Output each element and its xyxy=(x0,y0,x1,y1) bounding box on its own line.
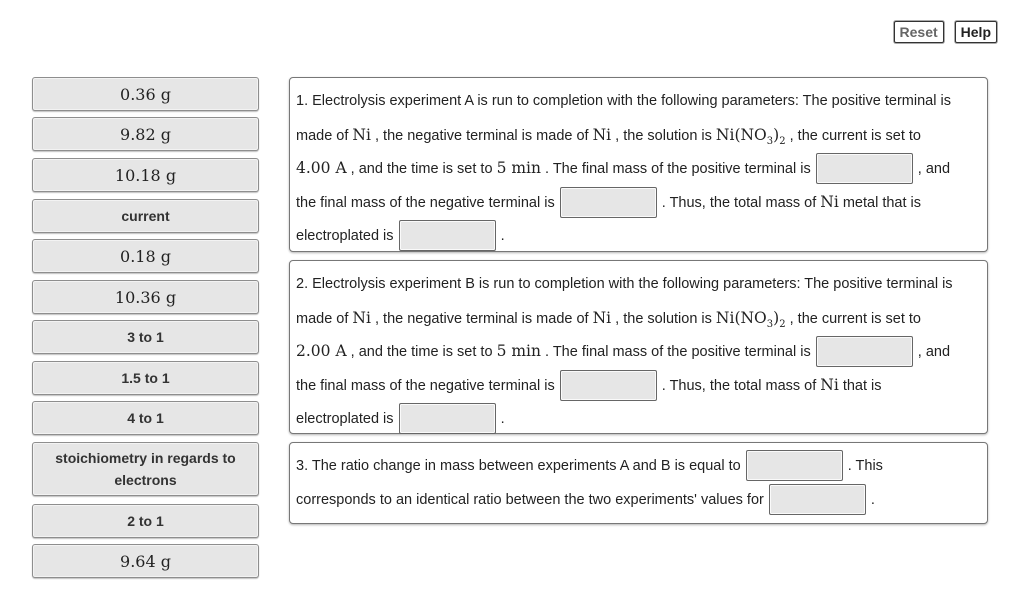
q1-drop-total-mass[interactable] xyxy=(398,219,496,251)
q1-drop-positive-mass[interactable] xyxy=(815,152,913,184)
q2-text: the final mass of the negative terminal … xyxy=(296,378,559,394)
answer-chip[interactable]: 0.18 g xyxy=(32,239,259,273)
q2-text: , the solution is xyxy=(611,311,716,327)
q2-solution: Ni(NO3)2 xyxy=(715,309,786,331)
q2-text: . The final mass of the positive termina… xyxy=(541,344,815,360)
q1-text: . The final mass of the positive termina… xyxy=(541,161,815,177)
q1-ni: Ni xyxy=(820,193,839,211)
q3-text: . xyxy=(866,492,875,508)
answer-chip[interactable]: 9.64 g xyxy=(32,544,259,578)
answer-chip[interactable]: 1.5 to 1 xyxy=(32,361,259,395)
question-3-box: 3. The ratio change in mass between expe… xyxy=(289,442,988,524)
q3-text: 3. The ratio change in mass between expe… xyxy=(296,458,745,474)
q2-drop-total-mass[interactable] xyxy=(398,402,496,434)
q2-drop-positive-mass[interactable] xyxy=(815,335,913,367)
q2-current: 2.00 A xyxy=(296,342,347,360)
q1-ni: Ni xyxy=(352,126,371,144)
q1-text: the final mass of the negative terminal … xyxy=(296,195,559,211)
q2-text: . Thus, the total mass of xyxy=(657,378,821,394)
help-button[interactable]: Help xyxy=(954,21,997,43)
q2-text: , the current is set to xyxy=(785,311,921,327)
q2-text: , and xyxy=(913,344,951,360)
q1-text: , the solution is xyxy=(611,128,716,144)
q1-text: . xyxy=(496,228,505,244)
answer-chip[interactable]: 2 to 1 xyxy=(32,504,259,538)
top-toolbar: Reset Help xyxy=(893,21,997,43)
question-1-box: 1. Electrolysis experiment A is run to c… xyxy=(289,77,988,252)
q1-text: , and xyxy=(913,161,951,177)
q2-text: . xyxy=(496,411,505,427)
q2-text: that is xyxy=(838,378,882,394)
q1-text: made of xyxy=(296,128,353,144)
q1-text: 1. Electrolysis experiment A is run to c… xyxy=(296,93,951,109)
q1-text: metal that is xyxy=(838,195,922,211)
q1-time: 5 min xyxy=(496,159,541,177)
q2-drop-negative-mass[interactable] xyxy=(559,369,657,401)
answer-chip[interactable]: 4 to 1 xyxy=(32,401,259,435)
q3-drop-quantity[interactable] xyxy=(768,483,866,515)
answer-chip[interactable]: 9.82 g xyxy=(32,117,259,151)
q2-ni: Ni xyxy=(820,376,839,394)
question-2-box: 2. Electrolysis experiment B is run to c… xyxy=(289,260,988,434)
answer-chip[interactable]: 10.36 g xyxy=(32,280,259,314)
q3-text: . This xyxy=(843,458,883,474)
q1-solution: Ni(NO3)2 xyxy=(715,126,786,148)
q2-ni: Ni xyxy=(592,309,612,327)
q3-text: corresponds to an identical ratio betwee… xyxy=(296,492,768,508)
q2-ni: Ni xyxy=(352,309,371,327)
q2-text: electroplated is xyxy=(296,411,398,427)
reset-button[interactable]: Reset xyxy=(893,21,944,43)
q1-text: , and the time is set to xyxy=(346,161,497,177)
answer-chip[interactable]: 3 to 1 xyxy=(32,320,259,354)
q2-text: made of xyxy=(296,311,353,327)
answer-chip[interactable]: 10.18 g xyxy=(32,158,259,192)
q3-drop-ratio[interactable] xyxy=(745,449,843,481)
q1-ni: Ni xyxy=(592,126,612,144)
q1-text: , the negative terminal is made of xyxy=(370,128,593,144)
q2-text: 2. Electrolysis experiment B is run to c… xyxy=(296,276,953,292)
q1-text: . Thus, the total mass of xyxy=(657,195,821,211)
q1-text: , the current is set to xyxy=(785,128,921,144)
answer-chip[interactable]: current xyxy=(32,199,259,233)
answer-chip[interactable]: 0.36 g xyxy=(32,77,259,111)
q2-time: 5 min xyxy=(496,342,541,360)
q2-text: , and the time is set to xyxy=(346,344,497,360)
q1-text: electroplated is xyxy=(296,228,398,244)
q2-text: , the negative terminal is made of xyxy=(370,311,593,327)
answer-chip[interactable]: stoichiometry in regards to electrons xyxy=(32,442,259,496)
q1-drop-negative-mass[interactable] xyxy=(559,186,657,218)
q1-current: 4.00 A xyxy=(296,159,347,177)
